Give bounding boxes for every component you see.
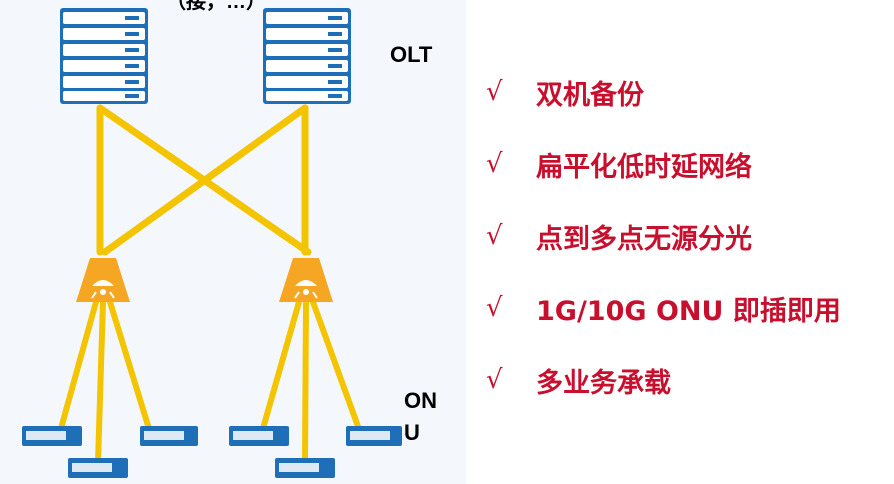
link-s2-onu2	[302, 299, 309, 465]
feature-item: √ 多业务承载	[486, 344, 894, 416]
network-topology-diagram: （接，…）	[22, 0, 402, 478]
feature-item: √ 扁平化低时延网络	[486, 128, 894, 200]
splitter-onu-links	[57, 299, 363, 465]
onu-device-2	[68, 458, 128, 478]
feature-text: 1G/10G ONU 即插即用	[536, 295, 841, 327]
feature-text: 多业务承载	[536, 367, 671, 399]
olt-server-2	[263, 8, 351, 104]
link-s2-onu3	[310, 299, 363, 435]
check-icon: √	[486, 221, 503, 251]
onu-device-6	[346, 426, 402, 446]
olt-splitter-links	[96, 104, 312, 256]
onu-device-5	[275, 458, 335, 478]
link-s1-onu1	[57, 299, 99, 435]
check-icon: √	[486, 293, 503, 323]
onu-label-line2: U	[404, 420, 420, 445]
optical-splitter-1	[76, 258, 130, 302]
check-icon: √	[486, 77, 503, 107]
link-s2-onu1	[259, 299, 302, 435]
feature-text: 扁平化低时延网络	[536, 151, 752, 183]
title-fragment: （接，…）	[166, 0, 266, 13]
link-olt2-splitter1	[101, 104, 309, 256]
onu-device-4	[229, 426, 289, 446]
onu-device-3	[140, 426, 198, 446]
link-s1-onu2	[95, 299, 106, 465]
check-icon: √	[486, 365, 503, 395]
feature-list: √ 双机备份 √ 扁平化低时延网络 √ 点到多点无源分光 √ 1G/10G ON…	[486, 56, 894, 416]
onu-device-1	[22, 426, 82, 446]
feature-item: √ 双机备份	[486, 56, 894, 128]
feature-text: 双机备份	[536, 79, 644, 111]
link-s1-onu3	[107, 299, 153, 435]
feature-item: √ 点到多点无源分光	[486, 200, 894, 272]
feature-text: 点到多点无源分光	[536, 223, 752, 255]
olt-server-1	[60, 8, 148, 104]
check-icon: √	[486, 149, 503, 179]
onu-label-line1: ON	[404, 388, 437, 413]
optical-splitter-2	[279, 258, 333, 302]
feature-item: √ 1G/10G ONU 即插即用	[486, 272, 894, 344]
olt-label: OLT	[390, 42, 433, 67]
